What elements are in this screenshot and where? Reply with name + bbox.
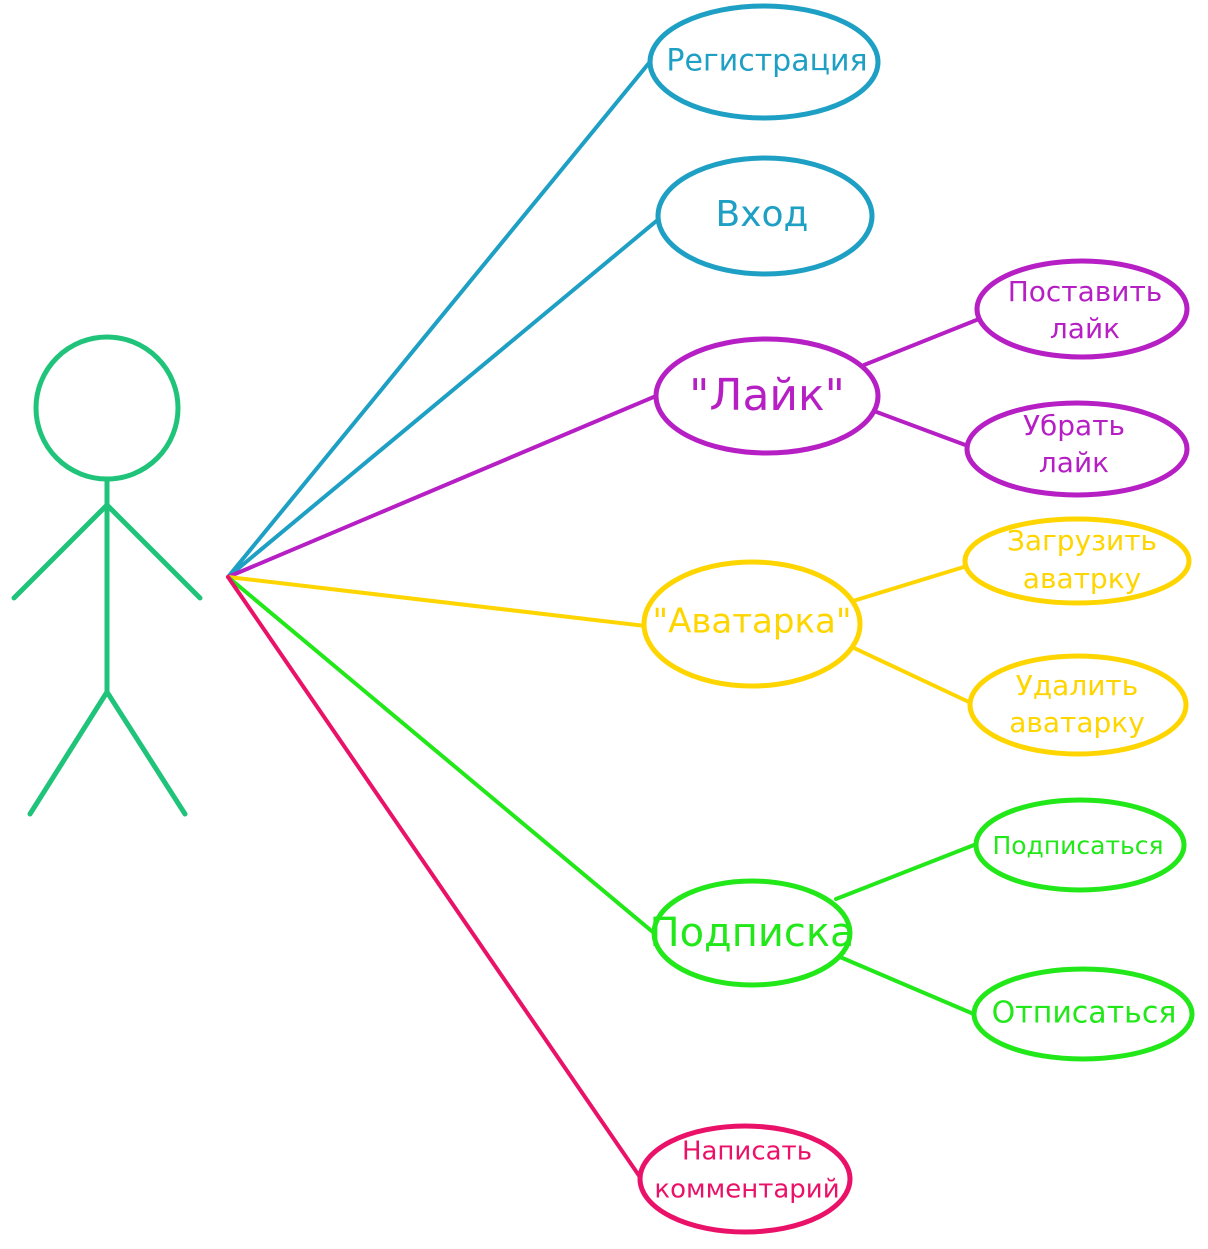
- label-avatar-upload-line2: аватрку: [1023, 562, 1141, 595]
- label-registration: Регистрация: [666, 44, 867, 79]
- use-case-subscription: [651, 878, 853, 988]
- use-case-login: [655, 155, 875, 277]
- label-avatar-delete-line2: аватарку: [1009, 706, 1145, 739]
- actor-left-leg: [27, 689, 110, 817]
- use-case-like: [653, 336, 881, 456]
- use-case-avatar-delete: [967, 653, 1189, 757]
- actor-right-leg: [104, 689, 188, 817]
- use-case-subscribe: [973, 797, 1187, 893]
- label-like-put-line2: лайк: [1050, 312, 1120, 345]
- actor-right-arm: [104, 502, 203, 601]
- link-like-put: [862, 317, 981, 367]
- label-login: Вход: [716, 194, 809, 235]
- label-comment-line1: Написать: [682, 1137, 812, 1167]
- assoc-line-subscription: [226, 575, 656, 935]
- label-avatar: "Аватарка": [652, 602, 851, 642]
- label-unsubscribe: Отписаться: [992, 996, 1177, 1031]
- label-like-remove-line1: Убрать: [1023, 409, 1125, 442]
- label-like: "Лайк": [689, 370, 845, 421]
- label-avatar-delete-line1: Удалить: [1016, 669, 1139, 702]
- label-like-put-line1: Поставить: [1008, 275, 1163, 308]
- link-avatar-upload: [851, 564, 969, 603]
- label-comment-line2: комментарий: [654, 1175, 839, 1205]
- label-avatar-upload-line1: Загрузить: [1007, 524, 1157, 557]
- use-case-like-put: [974, 258, 1190, 360]
- assoc-line-like: [226, 394, 658, 579]
- assoc-line-login: [226, 216, 662, 579]
- actor-head: [33, 334, 181, 482]
- label-subscribe: Подписаться: [992, 831, 1163, 860]
- label-subscription: Подписка: [649, 910, 854, 956]
- actor-figure: [11, 334, 203, 817]
- assoc-line-comment: [226, 575, 644, 1182]
- actor-left-arm: [11, 502, 110, 601]
- link-like-remove: [872, 409, 970, 448]
- use-case-unsubscribe: [971, 966, 1195, 1062]
- use-case-registration: [647, 3, 881, 121]
- use-case-avatar: [641, 559, 863, 689]
- link-avatar-delete: [852, 646, 973, 705]
- link-unsubscribe: [838, 955, 978, 1017]
- use-case-avatar-upload: [962, 516, 1192, 606]
- link-subscribe: [834, 843, 976, 901]
- use-case-like-remove: [964, 400, 1190, 498]
- label-like-remove-line2: лайк: [1039, 446, 1109, 479]
- use-case-comment: [637, 1123, 853, 1235]
- assoc-line-registration: [226, 61, 651, 579]
- assoc-line-avatar: [226, 575, 648, 628]
